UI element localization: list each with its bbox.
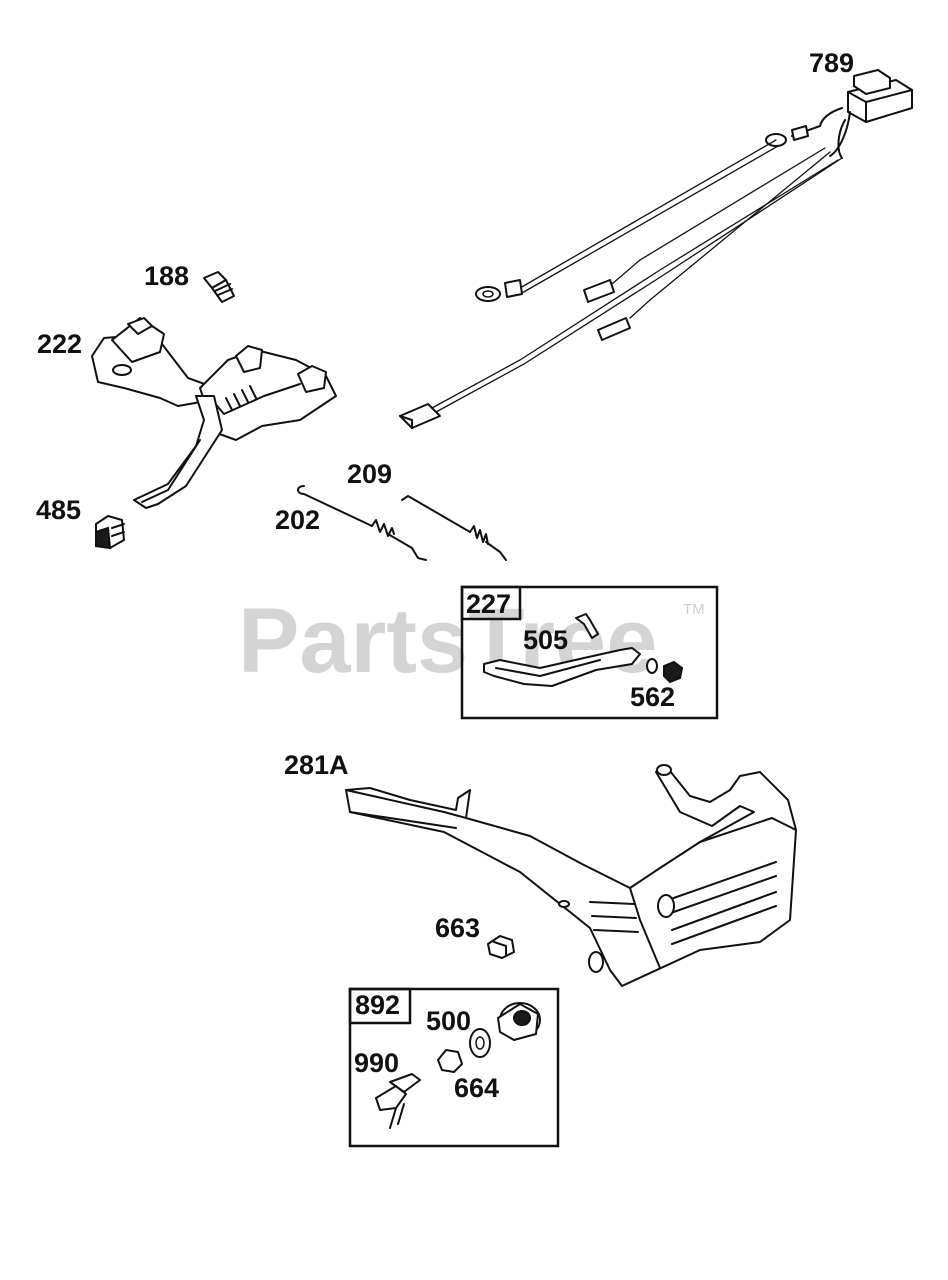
part-281A-handle[interactable] — [345, 764, 797, 987]
label-663: 663 — [435, 913, 480, 943]
part-485-knob[interactable] — [95, 515, 125, 550]
watermark-text: PartsTree — [238, 590, 657, 692]
label-209: 209 — [347, 459, 392, 489]
part-892-switch-kit-box[interactable] — [348, 987, 560, 1148]
label-222: 222 — [37, 329, 82, 359]
part-202-spring-link[interactable] — [297, 485, 427, 561]
label-892: 892 — [355, 990, 400, 1020]
label-505: 505 — [523, 625, 568, 655]
part-789-wire-harness[interactable] — [399, 69, 913, 429]
label-281A: 281A — [284, 750, 349, 780]
label-789: 789 — [809, 48, 854, 78]
part-227-kit-box[interactable] — [460, 585, 719, 720]
part-188-bolt[interactable] — [203, 271, 235, 303]
label-500: 500 — [426, 1006, 471, 1036]
part-222-control-bracket[interactable] — [91, 317, 337, 509]
watermark-tm: TM — [683, 601, 705, 618]
label-664: 664 — [454, 1073, 499, 1103]
label-202: 202 — [275, 505, 320, 535]
part-209-spring-link[interactable] — [401, 495, 507, 561]
label-188: 188 — [144, 261, 189, 291]
label-485: 485 — [36, 495, 81, 525]
label-227: 227 — [466, 589, 511, 619]
label-562: 562 — [630, 682, 675, 712]
part-663-nut[interactable] — [487, 935, 515, 959]
label-990: 990 — [354, 1048, 399, 1078]
